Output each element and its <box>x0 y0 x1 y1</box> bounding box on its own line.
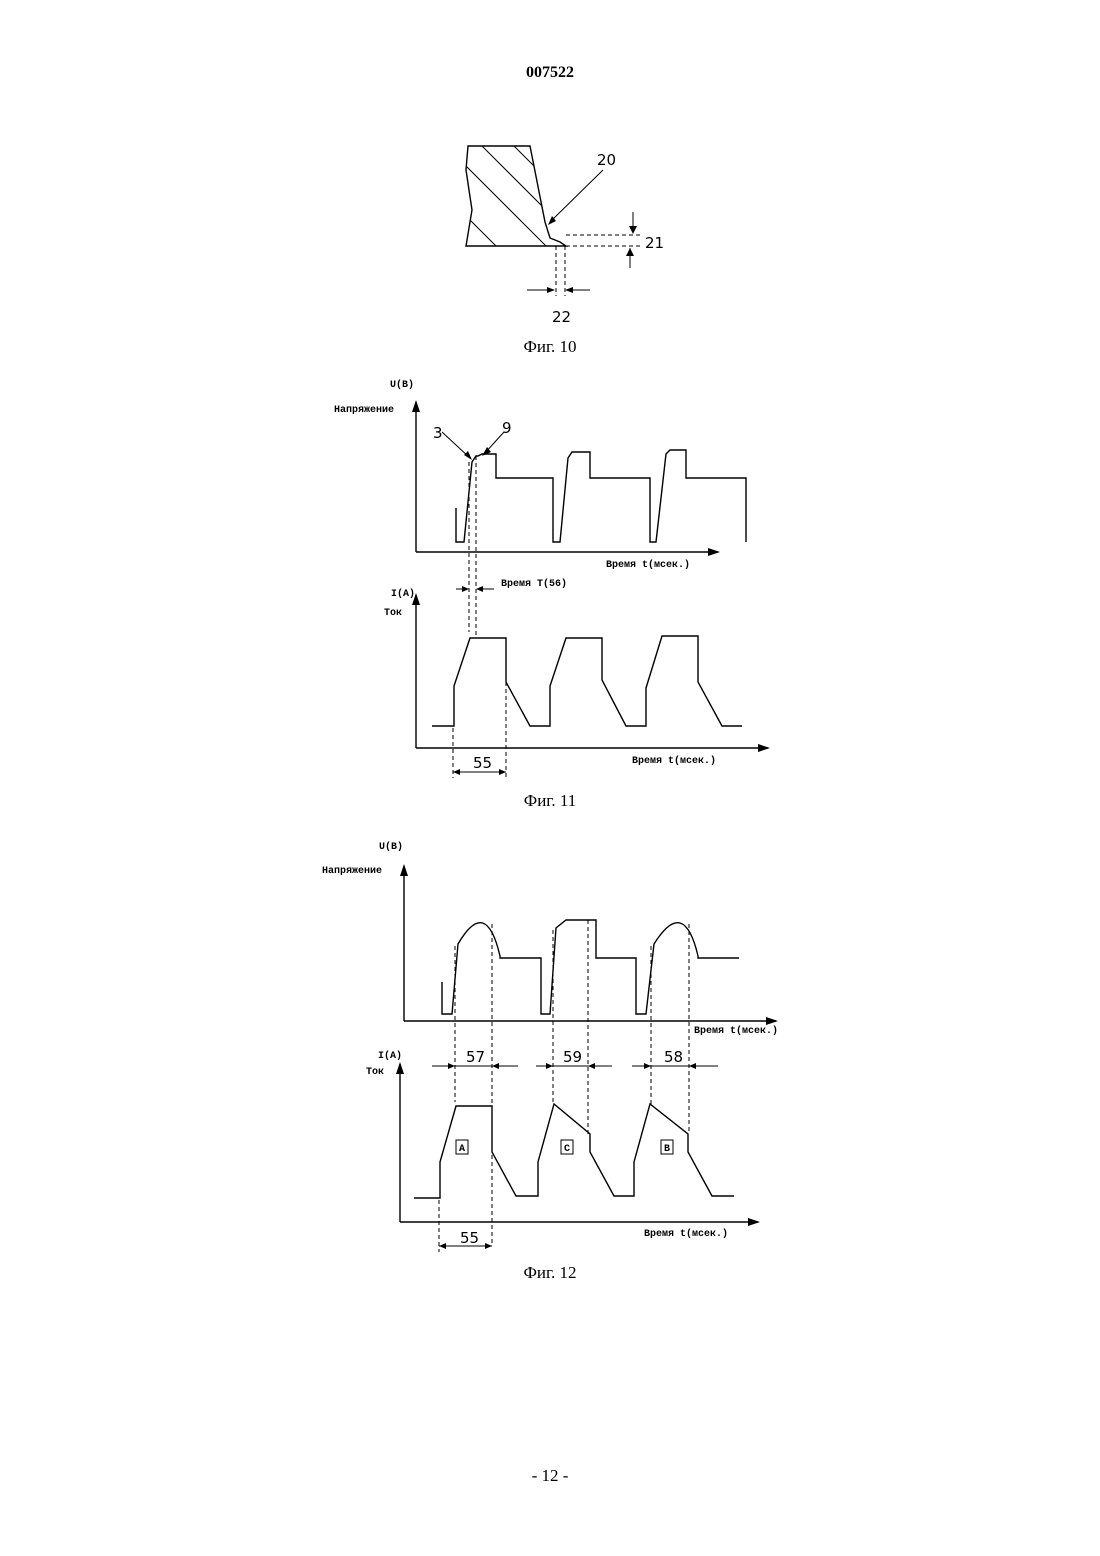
fig12-current-name: Ток <box>366 1067 384 1078</box>
fig11-interval-label: Время T(56) <box>501 578 567 590</box>
fig12-current-symbol: I(A) <box>378 1050 402 1062</box>
fig11-dimension-55: 55 <box>473 754 492 772</box>
fig11-voltage-name: Напряжение <box>334 405 394 416</box>
fig10-callout-20: 20 <box>597 151 616 169</box>
fig12-pulse-label-b: B <box>664 1144 670 1155</box>
fig12-caption: Фиг. 12 <box>0 1263 1100 1283</box>
fig12-drawing: U(B) Напряжение Время t(мсек.) I(A) Ток … <box>0 834 1100 1254</box>
fig11-current-time-label: Время t(мсек.) <box>632 755 716 767</box>
fig11-voltage-time-label: Время t(мсек.) <box>606 559 690 571</box>
page-number: - 12 - <box>0 1466 1100 1486</box>
document-number: 007522 <box>0 64 1100 82</box>
fig12-dimension-55: 55 <box>460 1229 479 1247</box>
fig12-voltage-name: Напряжение <box>322 866 382 877</box>
fig12-pulse-dim-57: 57 <box>466 1048 485 1066</box>
fig10-callout-22: 22 <box>552 308 571 326</box>
fig11-current-name: Ток <box>384 608 402 619</box>
fig11-current-symbol: I(A) <box>391 588 415 600</box>
fig12-current-time-label: Время t(мсек.) <box>644 1228 728 1240</box>
fig12-pulse-dim-59: 59 <box>563 1048 582 1066</box>
fig10-callout-21: 21 <box>645 234 664 252</box>
fig12-pulse-label-a: A <box>459 1144 465 1155</box>
fig10-caption: Фиг. 10 <box>0 337 1100 357</box>
fig11-voltage-symbol: U(B) <box>390 379 414 391</box>
fig11-callout-3: 3 <box>433 424 443 442</box>
fig12-voltage-time-label: Время t(мсек.) <box>694 1025 778 1037</box>
fig12-voltage-symbol: U(B) <box>379 841 403 853</box>
fig11-drawing: U(B) Напряжение Время t(мсек.) 3 9 Время… <box>0 370 1100 790</box>
fig11-caption: Фиг. 11 <box>0 791 1100 811</box>
fig11-callout-9: 9 <box>502 419 512 437</box>
fig12-pulse-label-c: C <box>564 1144 570 1155</box>
fig12-pulse-dim-58: 58 <box>664 1048 683 1066</box>
